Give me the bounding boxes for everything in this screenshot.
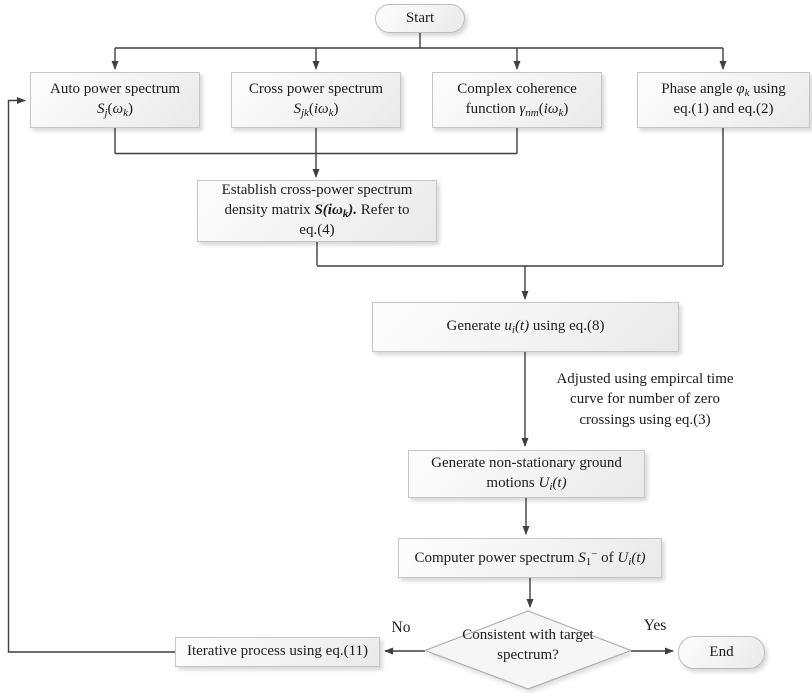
node-iterative-process: Iterative process using eq.(11) bbox=[175, 637, 380, 667]
cross-power-label: Cross power spectrum Sjk(iωk) bbox=[248, 81, 384, 119]
decision-label: Consistent with target spectrum? bbox=[462, 627, 594, 664]
node-establish-matrix: Establish cross-power spectrum density m… bbox=[197, 180, 437, 242]
coherence-label: Complex coherence function γnm(iωk) bbox=[457, 81, 577, 119]
edge-feedback-loop bbox=[7, 97, 175, 653]
node-generate-ui: Generate ui(t) using eq.(8) bbox=[372, 302, 679, 352]
node-auto-power-spectrum: Auto power spectrum Sj(ωk) bbox=[30, 72, 200, 128]
compute-spectrum-label: Computer power spectrum S1− of Ui(t) bbox=[414, 547, 646, 568]
generate-ui-label: Generate ui(t) using eq.(8) bbox=[446, 317, 605, 336]
node-decision-consistent: Consistent with target spectrum? bbox=[440, 625, 616, 666]
edge-label-no: No bbox=[391, 619, 411, 636]
zero-crossing-annotation: Adjusted using empircal time curve for n… bbox=[525, 369, 765, 430]
iterative-process-label: Iterative process using eq.(11) bbox=[186, 643, 369, 660]
auto-power-label: Auto power spectrum Sj(ωk) bbox=[50, 81, 180, 119]
end-label: End bbox=[709, 643, 734, 660]
node-nonstationary-motions: Generate non-stationary ground motions U… bbox=[408, 450, 645, 498]
node-end: End bbox=[678, 636, 765, 669]
establish-matrix-label: Establish cross-power spectrum density m… bbox=[221, 182, 413, 239]
decision-diamond-shape bbox=[423, 610, 633, 690]
node-compute-power-spectrum: Computer power spectrum S1− of Ui(t) bbox=[398, 538, 662, 578]
phase-angle-label: Phase angle φk using eq.(1) and eq.(2) bbox=[661, 81, 786, 118]
node-cross-power-spectrum: Cross power spectrum Sjk(iωk) bbox=[231, 72, 401, 128]
nonstationary-label: Generate non-stationary ground motions U… bbox=[431, 455, 622, 493]
node-start: Start bbox=[375, 4, 465, 33]
node-complex-coherence: Complex coherence function γnm(iωk) bbox=[432, 72, 602, 128]
zero-crossing-annotation-text: Adjusted using empircal time curve for n… bbox=[556, 371, 734, 428]
edge-label-yes: Yes bbox=[643, 617, 667, 634]
node-phase-angle: Phase angle φk using eq.(1) and eq.(2) bbox=[637, 72, 810, 128]
start-label: Start bbox=[405, 9, 435, 26]
